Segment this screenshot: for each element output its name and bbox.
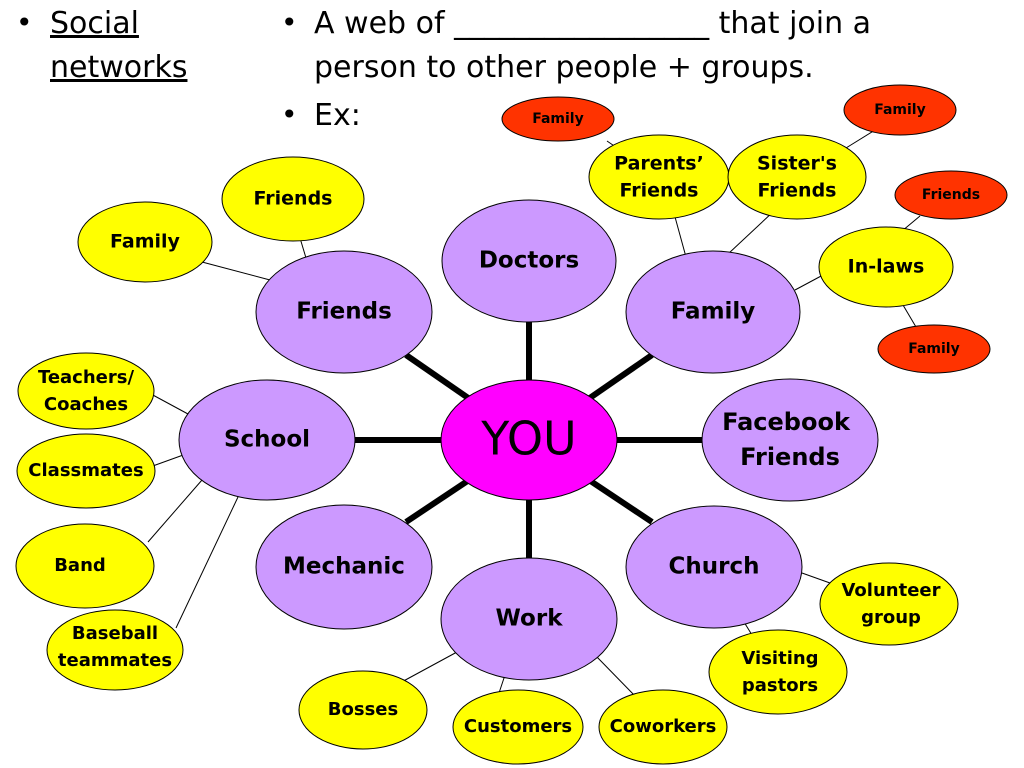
secondary-nodes: Friends Family Parents’ Friends Sister's…: [15, 134, 959, 765]
node-parents-friends: Parents’ Friends: [588, 134, 730, 220]
node-sister-family: Family: [843, 84, 957, 136]
node-friends-friends: Friends: [221, 156, 365, 242]
node-parents-friends-label-1: Parents’: [614, 153, 704, 175]
node-teachers-label-2: Coaches: [44, 394, 128, 415]
tertiary-nodes: Family Family Friends Family: [501, 84, 1008, 374]
node-parents-friends-label-2: Friends: [620, 180, 699, 202]
node-doctors-label: Doctors: [479, 248, 579, 274]
node-bosses: Bosses: [298, 670, 428, 750]
node-in-laws: In-laws: [818, 226, 954, 308]
node-sister-family-label: Family: [874, 102, 926, 118]
example-label: Ex:: [314, 98, 361, 133]
node-volunteer-label-2: group: [861, 607, 921, 628]
node-classmates: Classmates: [16, 433, 156, 509]
node-you-label: YOU: [480, 412, 576, 466]
node-inlaws-family: Family: [877, 324, 991, 374]
node-family: Family: [625, 250, 801, 374]
node-family-label: Family: [671, 299, 756, 325]
node-school-label: School: [224, 427, 310, 453]
node-parents-family-label: Family: [532, 111, 584, 127]
node-baseball-label-1: Baseball: [72, 623, 158, 644]
node-baseball-label-2: teammates: [58, 650, 172, 671]
node-coworkers-label: Coworkers: [610, 716, 717, 737]
node-inlaws-family-label: Family: [908, 341, 960, 357]
node-in-laws-label: In-laws: [848, 256, 925, 278]
node-visiting-label-2: pastors: [742, 675, 818, 696]
node-work: Work: [440, 557, 618, 681]
definition-line2: person to other people + groups.: [314, 50, 814, 85]
node-visiting-label-1: Visiting: [741, 648, 818, 669]
node-teachers-label-1: Teachers/: [38, 367, 135, 388]
node-doctors: Doctors: [441, 199, 617, 323]
node-sisters-friends-label-1: Sister's: [757, 153, 837, 175]
node-facebook-label-1: Facebook: [722, 408, 851, 436]
node-friends-label: Friends: [296, 299, 392, 325]
node-inlaws-friends-label: Friends: [922, 187, 980, 203]
node-band-label: Band: [54, 555, 106, 576]
node-friends: Friends: [255, 250, 433, 374]
definition-pre: A web of: [314, 6, 445, 41]
node-volunteer-group: Volunteer group: [819, 562, 959, 646]
node-customers-label: Customers: [464, 716, 572, 737]
node-classmates-label: Classmates: [28, 460, 143, 481]
node-volunteer-label-1: Volunteer: [841, 580, 940, 601]
heading-title-line2: networks: [50, 50, 188, 85]
node-customers: Customers: [452, 689, 584, 765]
node-baseball-teammates: Baseball teammates: [46, 609, 184, 691]
node-band: Band: [15, 523, 155, 609]
node-sisters-friends-label-2: Friends: [758, 180, 837, 202]
node-friends-friends-label: Friends: [254, 188, 333, 210]
node-church: Church: [625, 505, 803, 629]
example-bullet: •: [281, 98, 298, 131]
heading-bullet: •: [16, 6, 33, 39]
primary-nodes: Doctors Friends Family School Facebook F…: [178, 199, 879, 681]
node-bosses-label: Bosses: [328, 699, 398, 720]
definition-bullet: •: [281, 6, 298, 39]
node-friends-family: Family: [77, 201, 213, 283]
node-church-label: Church: [669, 554, 760, 580]
node-mechanic-label: Mechanic: [283, 554, 405, 580]
node-facebook-friends: Facebook Friends: [701, 378, 879, 502]
node-you: YOU: [440, 379, 618, 501]
node-friends-family-label: Family: [110, 231, 181, 253]
node-teachers-coaches: Teachers/ Coaches: [17, 352, 155, 430]
node-sisters-friends: Sister's Friends: [727, 134, 867, 220]
definition-line1: A web of _________________ that join a: [314, 6, 871, 41]
node-inlaws-friends: Friends: [894, 170, 1008, 220]
node-coworkers: Coworkers: [598, 689, 728, 765]
node-parents-family: Family: [501, 96, 615, 142]
node-facebook-label-2: Friends: [740, 443, 840, 471]
node-mechanic: Mechanic: [255, 504, 433, 630]
node-work-label: Work: [496, 606, 564, 632]
heading-title-line1: Social: [50, 6, 139, 41]
definition-blank: _________________: [454, 6, 710, 41]
definition-post: that join a: [718, 6, 872, 41]
node-school: School: [178, 379, 356, 501]
node-visiting-pastors: Visiting pastors: [708, 629, 848, 715]
